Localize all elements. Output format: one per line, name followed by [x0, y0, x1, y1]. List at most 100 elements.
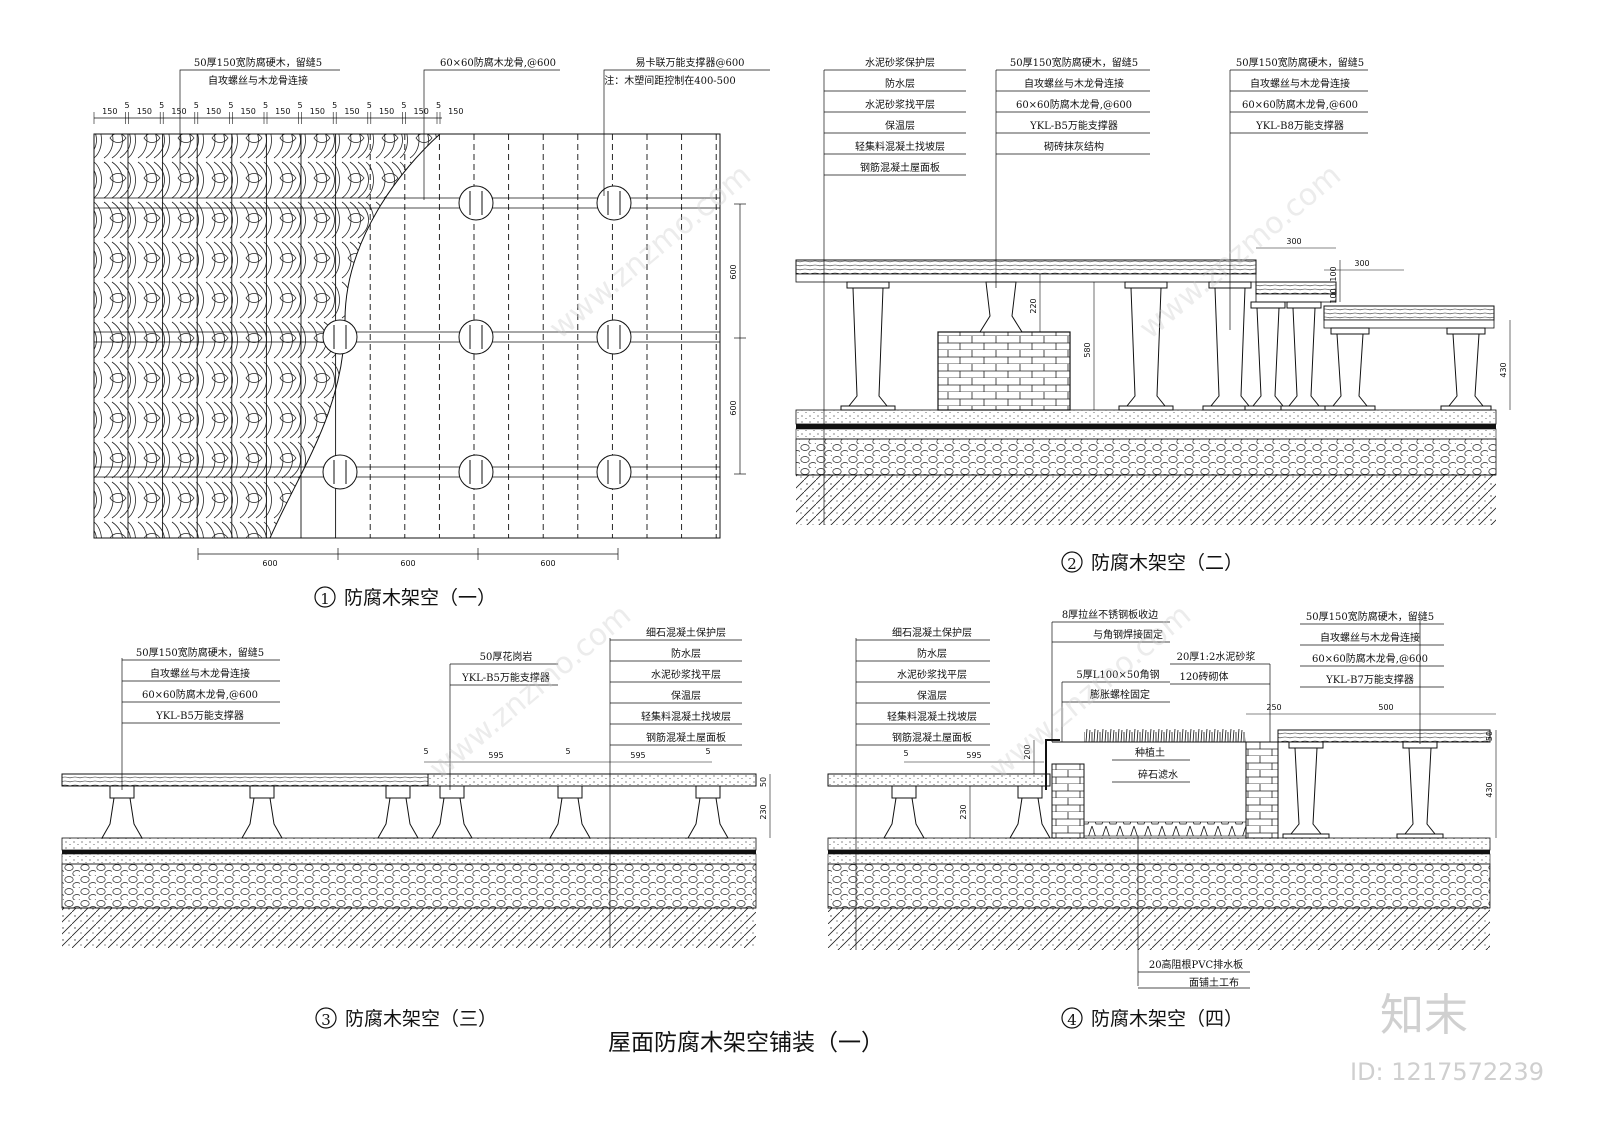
- d4-edge-label-1: 8厚拉丝不锈钢板收边: [1062, 608, 1158, 621]
- d3-number-circle: [315, 1007, 337, 1029]
- d4-title: 防腐木架空（四）: [1091, 1008, 1243, 1030]
- d4-dim-500: 500: [1378, 703, 1393, 712]
- d1-support-7: [458, 454, 494, 490]
- d3-number: 3: [321, 1011, 331, 1029]
- d4-left-layer-6: 钢筋混凝土屋面板: [892, 731, 972, 744]
- d4-left-layer-5: 轻集料混凝土找坡层: [887, 710, 977, 723]
- d1-support-1: [458, 185, 494, 221]
- d2-mid-label-5: 砌砖抹灰结构: [1044, 140, 1104, 153]
- d2-dim-step1: 300: [1286, 237, 1301, 246]
- d1-top-dim-4: 5: [159, 101, 164, 110]
- d1-side-dim-1: 600: [729, 264, 738, 279]
- d3-mid-label-1: 50厚花岗岩: [480, 650, 533, 663]
- detail-3-section: 50厚150宽防腐硬木，留缝5自攻螺丝与木龙骨连接60×60防腐木龙骨,@600…: [61, 626, 771, 948]
- d2-mid-label-4: YKL-B5万能支撑器: [1029, 119, 1118, 132]
- d1-bottom-dim-2: 600: [400, 559, 415, 568]
- d2-mid-label-1: 50厚150宽防腐硬木，留缝5: [1010, 56, 1138, 69]
- d2-pedestal-1: [840, 281, 896, 411]
- d2-dim-rise2: 100: [1329, 288, 1338, 303]
- d1-support-5: [596, 319, 632, 355]
- d4-right-label-4: YKL-B7万能支撑器: [1325, 673, 1414, 686]
- d1-title: 防腐木架空（一）: [344, 587, 496, 609]
- d2-pedestal-4: [1244, 301, 1292, 411]
- d3-pedestal-1: [101, 785, 143, 839]
- d4-number-circle: [1061, 1007, 1083, 1029]
- d3-dim-230: 230: [759, 804, 768, 819]
- d2-left-layer-6: 钢筋混凝土屋面板: [860, 161, 940, 174]
- d1-top-dim-15: 150: [344, 107, 359, 116]
- d4-dim-250: 250: [1266, 703, 1281, 712]
- d1-fastener-label: 自攻螺丝与木龙骨连接: [208, 74, 308, 87]
- d4-left-layer-2: 防水层: [917, 647, 947, 660]
- d4-wall-label-2: 120砖砌体: [1179, 670, 1228, 683]
- d2-number-circle: [1061, 551, 1083, 573]
- d2-right-label-2: 自攻螺丝与木龙骨连接: [1250, 77, 1350, 90]
- d2-pedestal-short: [979, 281, 1023, 333]
- d3-pedestal-6: [687, 785, 729, 839]
- d4-right-label-2: 自攻螺丝与木龙骨连接: [1320, 631, 1420, 644]
- d4-edge-label-2: 与角钢焊接固定: [1093, 628, 1163, 641]
- d2-left-layer-3: 水泥砂浆找平层: [865, 98, 935, 111]
- d4-wall-label-1: 20厚1:2水泥砂浆: [1177, 650, 1256, 663]
- watermark-site-3: www.znzmo.com: [423, 598, 638, 787]
- d1-support-2: [596, 185, 632, 221]
- d1-note: 注：木塑间距控制在400-500: [604, 74, 736, 87]
- d2-left-layer-4: 保温层: [885, 119, 915, 132]
- d4-angle-label-1: 5厚L100×50角钢: [1076, 668, 1159, 681]
- d2-right-label-3: 60×60防腐木龙骨,@600: [1242, 98, 1358, 111]
- d1-top-dim-16: 5: [367, 101, 372, 110]
- d2-pedestal-7: [1440, 327, 1492, 411]
- d1-deck-label: 50厚150宽防腐硬木，留缝5: [194, 56, 322, 69]
- d4-dim-230: 230: [959, 804, 968, 819]
- d1-top-dim-14: 5: [332, 101, 337, 110]
- d3-right-layer-6: 钢筋混凝土屋面板: [646, 731, 726, 744]
- d2-dim-rise1: 100: [1329, 266, 1338, 281]
- watermark-site-4: www.znzmo.com: [983, 598, 1198, 787]
- d1-top-dim-11: 150: [275, 107, 290, 116]
- d1-top-dim-21: 150: [448, 107, 463, 116]
- d4-pedestal-left-2: [1009, 785, 1051, 839]
- d3-dim-50: 50: [759, 777, 768, 787]
- d4-pedestal-right-1: [1282, 741, 1330, 839]
- d4-dim-gap: 5: [903, 749, 908, 758]
- d2-number: 2: [1067, 555, 1077, 573]
- detail-1-plan: 1505150515051505150515051505150515051505…: [93, 56, 770, 568]
- d4-left-layer-1: 细石混凝土保护层: [892, 626, 972, 639]
- d3-dim-gap1: 5: [423, 747, 428, 756]
- d1-number: 1: [320, 590, 330, 608]
- d2-left-layer-5: 轻集料混凝土找坡层: [855, 140, 945, 153]
- d1-support-label: 易卡联万能支撑器@600: [635, 56, 744, 69]
- d4-gravel-label: 碎石滤水: [1138, 768, 1178, 781]
- d2-dim-step2: 300: [1354, 259, 1369, 268]
- d1-top-dim-18: 5: [401, 101, 406, 110]
- d3-pedestal-5: [549, 785, 591, 839]
- d4-dim-430: 430: [1485, 782, 1494, 797]
- d4-dim-50: 50: [1485, 731, 1494, 741]
- d1-support-8: [596, 454, 632, 490]
- d3-dim-span1: 595: [488, 751, 503, 760]
- d2-dim-220: 220: [1029, 298, 1038, 313]
- d2-pedestal-2: [1118, 281, 1174, 411]
- d4-dim-200: 200: [1023, 744, 1032, 759]
- d4-soil-label: 种植土: [1135, 746, 1165, 759]
- watermark-brand: 知末: [1380, 990, 1468, 1041]
- d3-left-label-3: 60×60防腐木龙骨,@600: [142, 688, 258, 701]
- d1-top-dim-10: 5: [263, 101, 268, 110]
- d1-support-3: [322, 319, 358, 355]
- d3-right-layer-1: 细石混凝土保护层: [646, 626, 726, 639]
- d3-dim-gap3: 5: [705, 747, 710, 756]
- d3-right-layer-2: 防水层: [671, 647, 701, 660]
- d2-mid-label-2: 自攻螺丝与木龙骨连接: [1024, 77, 1124, 90]
- d3-mid-label-2: YKL-B5万能支撑器: [461, 671, 550, 684]
- d3-dim-span2: 595: [630, 751, 645, 760]
- d1-top-dim-8: 5: [228, 101, 233, 110]
- d1-top-dim-1: 150: [102, 107, 117, 116]
- d3-right-layer-4: 保温层: [671, 689, 701, 702]
- d4-right-label-3: 60×60防腐木龙骨,@600: [1312, 652, 1428, 665]
- d1-top-dim-3: 150: [137, 107, 152, 116]
- d2-right-label-4: YKL-B8万能支撑器: [1255, 119, 1344, 132]
- d3-right-layer-5: 轻集料混凝土找坡层: [641, 710, 731, 723]
- d3-left-label-2: 自攻螺丝与木龙骨连接: [150, 667, 250, 680]
